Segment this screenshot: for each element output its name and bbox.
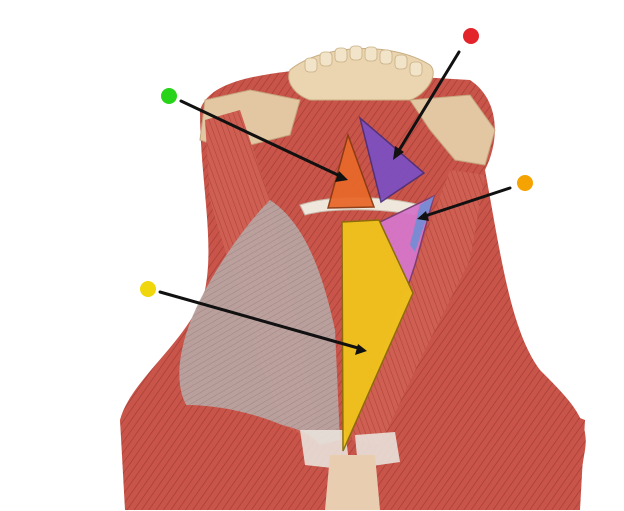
red-marker xyxy=(463,28,479,44)
mandible-right-ramus xyxy=(409,94,496,166)
sternal-notch xyxy=(325,455,380,510)
red-pointer-head xyxy=(393,146,404,160)
orange-marker xyxy=(517,175,533,191)
yellow-pointer-line xyxy=(158,290,360,350)
orange-pointer-line xyxy=(423,186,512,218)
green-pointer-line xyxy=(179,99,342,178)
left-fascia xyxy=(179,200,340,445)
submandibular-triangle xyxy=(358,115,426,204)
carotid-triangle-blue-vessel xyxy=(410,196,434,252)
yellow-marker xyxy=(140,281,156,297)
green-pointer-head xyxy=(335,171,348,182)
right-chest-muscle xyxy=(400,411,585,510)
orange-pointer-head xyxy=(417,211,429,221)
green-marker xyxy=(161,88,177,104)
pointer-lines xyxy=(158,50,512,350)
submental-triangle xyxy=(327,132,376,209)
right-scm xyxy=(350,170,485,445)
yellow-pointer-head xyxy=(355,344,367,355)
pointer-heads xyxy=(335,146,429,355)
left-chest-muscle xyxy=(120,405,330,510)
red-pointer-line xyxy=(396,50,461,154)
muscular-triangle xyxy=(341,219,414,452)
teeth xyxy=(304,45,423,77)
